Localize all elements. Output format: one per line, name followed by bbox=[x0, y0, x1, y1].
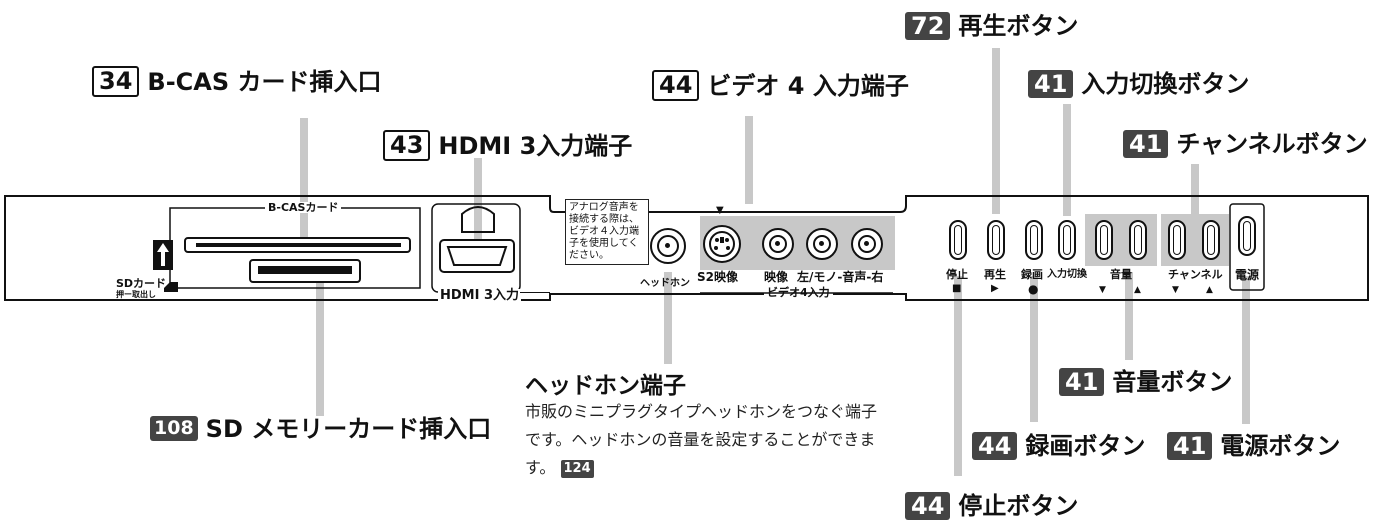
power-button[interactable] bbox=[1238, 216, 1256, 256]
video-jack[interactable] bbox=[762, 228, 794, 260]
record-panel-label: 録画 bbox=[1021, 268, 1043, 281]
channel-up-symbol: ▲ bbox=[1206, 285, 1213, 295]
callout-input: 41 入力切換ボタン bbox=[1028, 70, 1249, 98]
leader-video4 bbox=[745, 116, 753, 204]
volume-down-symbol: ▼ bbox=[1099, 285, 1106, 295]
leader-input bbox=[1063, 104, 1071, 216]
leader-bcas bbox=[300, 118, 308, 248]
page-ref-badge: 41 bbox=[1059, 368, 1105, 396]
channel-up-button[interactable] bbox=[1202, 220, 1220, 260]
callout-bcas: 34 B-CAS カード挿入口 bbox=[92, 66, 382, 97]
volume-down-button[interactable] bbox=[1095, 220, 1113, 260]
page-ref-badge: 34 bbox=[92, 66, 140, 97]
play-button[interactable] bbox=[987, 220, 1005, 260]
stop-panel-label: 停止 bbox=[946, 268, 968, 281]
page-ref-badge: 41 bbox=[1123, 130, 1169, 158]
callout-text: 電源ボタン bbox=[1220, 432, 1341, 460]
sd-panel-label: SDカード bbox=[116, 277, 167, 290]
s2-panel-label: S2映像 bbox=[697, 270, 738, 284]
volume-panel-label: 音量 bbox=[1110, 268, 1132, 281]
play-symbol: ▶ bbox=[991, 283, 999, 294]
callout-video4: 44 ビデオ 4 入力端子 bbox=[652, 70, 909, 101]
callout-text: 入力切換ボタン bbox=[1081, 70, 1250, 98]
input-button[interactable] bbox=[1058, 220, 1076, 260]
leader-volume bbox=[1125, 272, 1133, 360]
stop-symbol: ■ bbox=[952, 283, 962, 294]
record-symbol: ● bbox=[1028, 282, 1039, 296]
hdmi-bottom-rule bbox=[520, 292, 550, 293]
callout-text: 音量ボタン bbox=[1112, 368, 1233, 396]
callout-stop: 44 停止ボタン bbox=[905, 492, 1078, 520]
callout-text: HDMI 3入力端子 bbox=[438, 131, 633, 160]
callout-play: 72 再生ボタン bbox=[905, 12, 1078, 40]
callout-record: 44 録画ボタン bbox=[972, 432, 1145, 460]
headphone-jack[interactable] bbox=[650, 228, 686, 264]
channel-down-button[interactable] bbox=[1168, 220, 1186, 260]
headphone-panel-label: ヘッドホン bbox=[640, 278, 690, 289]
headphone-description-text: 市販のミニプラグタイプヘッドホンをつなぐ端子です。ヘッドホンの音量を設定すること… bbox=[525, 402, 878, 477]
volume-up-button[interactable] bbox=[1129, 220, 1147, 260]
headphone-description: 市販のミニプラグタイプヘッドホンをつなぐ端子です。ヘッドホンの音量を設定すること… bbox=[525, 398, 885, 482]
record-button[interactable] bbox=[1025, 220, 1043, 260]
callout-text: SD メモリーカード挿入口 bbox=[205, 414, 492, 443]
power-panel-label: 電源 bbox=[1235, 268, 1260, 282]
leader-play bbox=[992, 48, 1000, 214]
callout-text: ビデオ 4 入力端子 bbox=[707, 71, 909, 100]
video-panel-label: 映像 bbox=[764, 270, 789, 284]
callout-text: 録画ボタン bbox=[1025, 432, 1146, 460]
sd-panel-sublabel: 押ー取出し bbox=[116, 290, 156, 299]
headphone-title: ヘッドホン端子 bbox=[525, 373, 686, 399]
play-panel-label: 再生 bbox=[984, 268, 1006, 281]
leader-record bbox=[1030, 276, 1038, 422]
callout-volume: 41 音量ボタン bbox=[1059, 368, 1232, 396]
channel-panel-label: チャンネル bbox=[1168, 268, 1223, 281]
callout-hdmi: 43 HDMI 3入力端子 bbox=[383, 130, 632, 161]
callout-text: B-CAS カード挿入口 bbox=[147, 67, 382, 96]
leader-power bbox=[1242, 276, 1250, 424]
analog-note: アナログ音声を接続する際は、ビデオ４入力端子を使用してください。 bbox=[565, 199, 649, 265]
input-panel-label: 入力切換 bbox=[1047, 269, 1087, 280]
audio-panel-label: 左/モノ-音声-右 bbox=[797, 270, 884, 284]
callout-channel: 41 チャンネルボタン bbox=[1123, 130, 1368, 158]
channel-down-symbol: ▼ bbox=[1172, 285, 1179, 295]
callout-text: チャンネルボタン bbox=[1176, 130, 1368, 158]
callout-text: 停止ボタン bbox=[958, 492, 1079, 520]
page-ref-badge: 44 bbox=[652, 70, 700, 101]
page-ref-badge: 41 bbox=[1028, 70, 1074, 98]
page-ref-badge: 108 bbox=[150, 416, 198, 441]
audio-right-jack[interactable] bbox=[851, 228, 883, 260]
s2-marker: ▼ bbox=[716, 205, 724, 216]
callout-sd: 108 SD メモリーカード挿入口 bbox=[150, 416, 491, 441]
callout-text: 再生ボタン bbox=[958, 12, 1079, 40]
hdmi-panel-label: HDMI 3入力 bbox=[438, 288, 522, 303]
bcas-panel-label: B-CASカード bbox=[265, 202, 342, 213]
leader-stop bbox=[954, 276, 962, 476]
page-ref-badge: 124 bbox=[560, 459, 594, 478]
stop-button[interactable] bbox=[949, 220, 967, 260]
callout-power: 41 電源ボタン bbox=[1167, 432, 1340, 460]
audio-left-jack[interactable] bbox=[806, 228, 838, 260]
page-ref-badge: 41 bbox=[1167, 432, 1213, 460]
leader-sd bbox=[316, 282, 324, 416]
page-ref-badge: 72 bbox=[905, 12, 951, 40]
leader-headphone bbox=[664, 272, 672, 364]
volume-up-symbol: ▲ bbox=[1134, 285, 1141, 295]
leader-channel bbox=[1191, 164, 1199, 218]
page-ref-badge: 44 bbox=[972, 432, 1018, 460]
page-ref-badge: 44 bbox=[905, 492, 951, 520]
page-ref-badge: 43 bbox=[383, 130, 431, 161]
